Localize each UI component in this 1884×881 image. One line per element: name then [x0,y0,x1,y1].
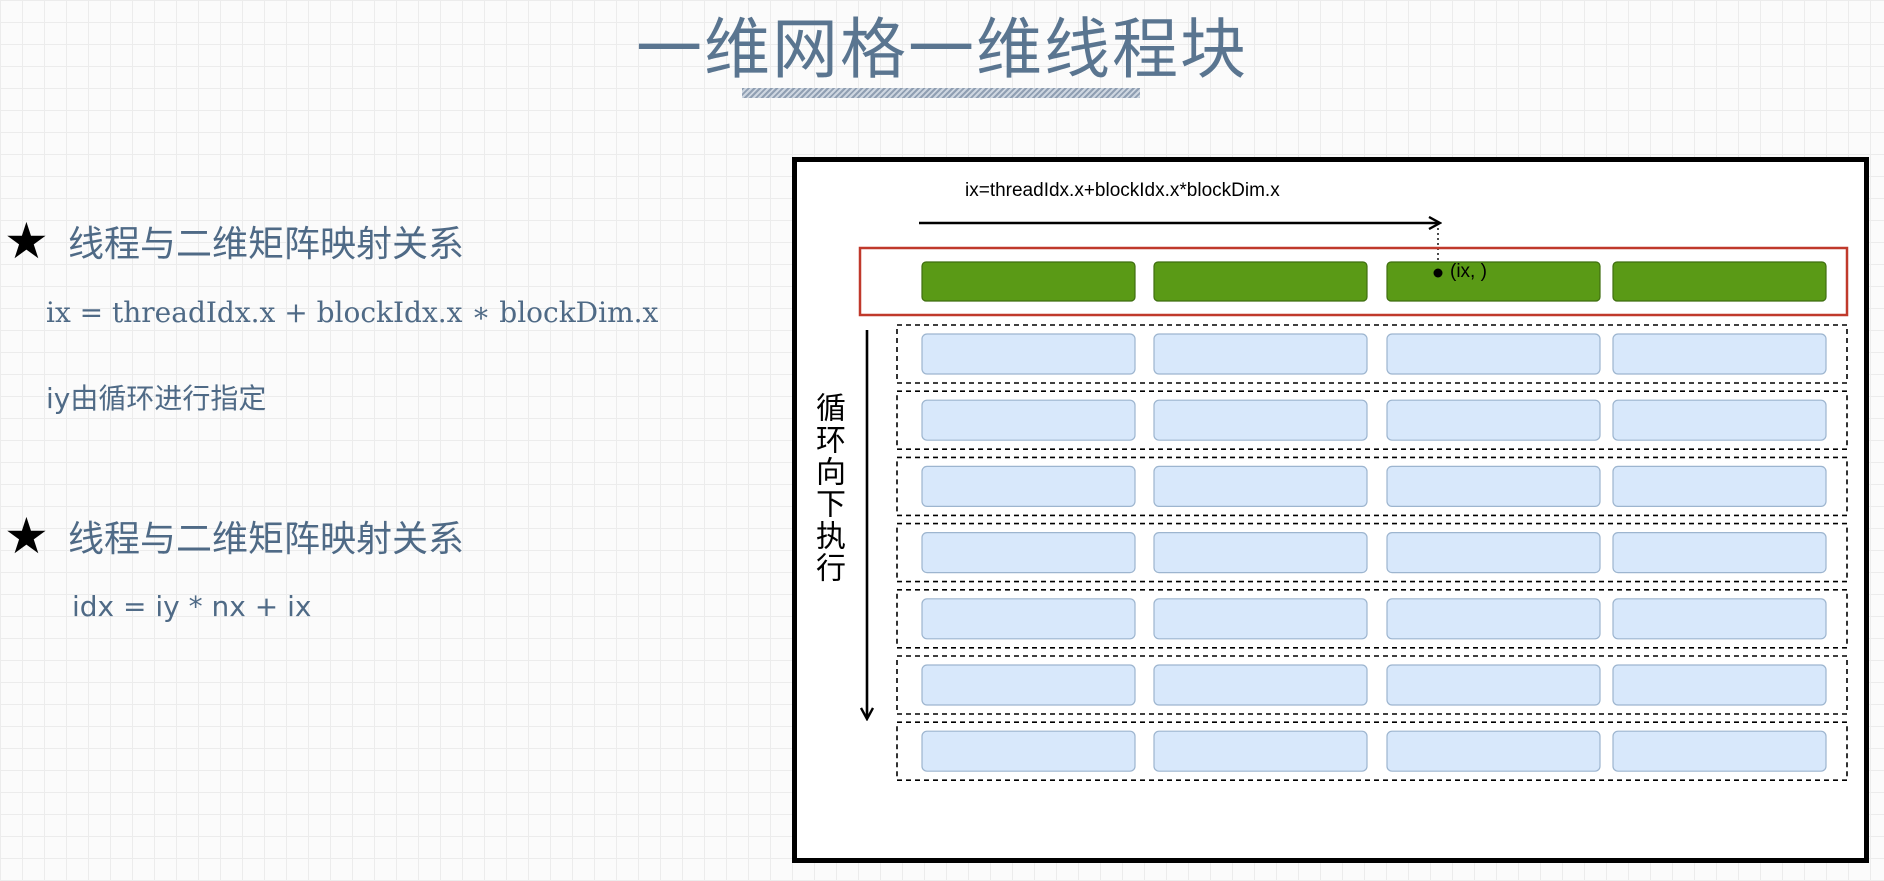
idle-thread-block [1612,399,1827,441]
idle-thread-block [1386,399,1601,441]
grid-diagram: ix=threadIdx.x+blockIdx.x*blockDim.x (ix… [792,157,1869,863]
idx-formula: idx = iy * nx + ix [72,590,312,623]
idle-thread-block [1386,532,1601,574]
idle-thread-block [1153,598,1368,640]
idle-thread-block [1612,664,1827,706]
idle-thread-block [1612,532,1827,574]
idle-thread-block [1612,465,1827,507]
iy-note: iy由循环进行指定 [46,382,267,415]
idle-thread-block [1612,598,1827,640]
idle-thread-block [1386,598,1601,640]
highlighted-row-border [858,246,1849,317]
slide-title: 一维网格一维线程块 [636,11,1248,88]
loop-direction-label: 循环向下执行 [810,392,845,584]
idle-thread-block [921,399,1136,441]
title-underline [742,88,1140,98]
ix-point-icon [1433,268,1443,278]
bullet-2-heading: 线程与二维矩阵映射关系 [68,519,465,560]
idle-thread-block [1386,730,1601,772]
idle-thread-block [1153,730,1368,772]
active-thread-block [921,261,1136,302]
bullet-1-heading: 线程与二维矩阵映射关系 [68,224,465,265]
star-icon: ★ [4,212,49,270]
idle-thread-block [1386,465,1601,507]
idle-thread-block [1153,333,1368,375]
bullet-2: ★ 线程与二维矩阵映射关系 [4,510,464,562]
idle-thread-block [1612,730,1827,772]
idle-thread-block [921,532,1136,574]
idle-thread-block [1386,333,1601,375]
idle-thread-block [921,598,1136,640]
star-icon: ★ [4,507,49,565]
bullet-1: ★ 线程与二维矩阵映射关系 [4,215,464,267]
idle-thread-block [1153,465,1368,507]
idle-thread-block [1612,333,1827,375]
active-thread-block [1612,261,1827,302]
idle-thread-block [1153,664,1368,706]
idle-thread-block [921,664,1136,706]
grid-diagram-svg [858,162,1849,782]
idle-thread-block [921,465,1136,507]
idle-thread-block [1153,532,1368,574]
ix-point-label: (ix, ) [1450,261,1487,282]
active-thread-block [1153,261,1368,302]
active-thread-block [1386,261,1601,302]
idle-thread-block [921,730,1136,772]
ix-equation-label: ix=threadIdx.x+blockIdx.x*blockDim.x [965,180,1280,201]
idle-thread-block [921,333,1136,375]
idle-thread-block [1386,664,1601,706]
idle-thread-block [1153,399,1368,441]
ix-formula: ix = threadIdx.x + blockIdx.x ∗ blockDim… [46,296,659,329]
